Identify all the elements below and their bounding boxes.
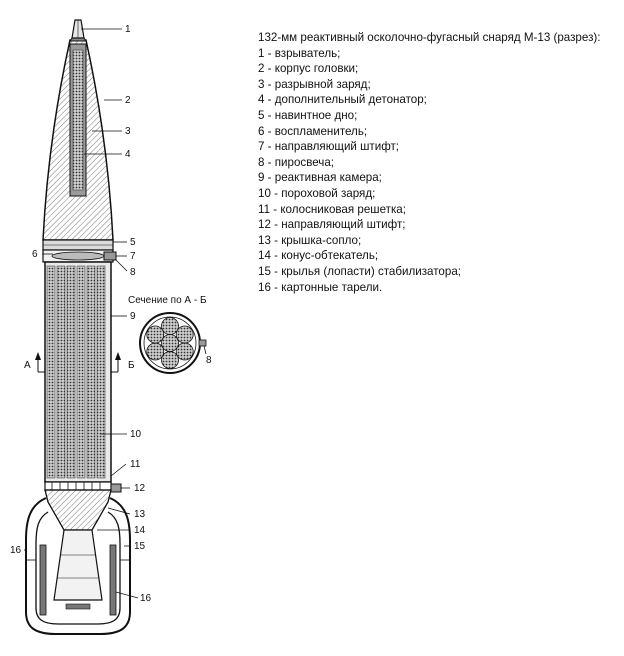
legend-item: 13 - крышка-сопло;: [258, 233, 362, 247]
callout-15: 15: [134, 541, 146, 552]
nozzle-cover: [44, 489, 112, 531]
legend-item: 8 - пиросвеча;: [258, 155, 334, 169]
grate: [44, 481, 112, 491]
callout-16-left: 16: [10, 545, 22, 556]
callout-16-right: 16: [140, 593, 152, 604]
section-caption: Сечение по А - Б: [128, 295, 207, 306]
legend-item: 9 - реактивная камера;: [258, 171, 382, 185]
callout-11: 11: [130, 459, 141, 470]
legend-item: 16 - картонные тарели.: [258, 280, 383, 294]
callout-10: 10: [130, 429, 142, 440]
legend-item: 4 - дополнительный детонатор;: [258, 93, 427, 107]
legend-list: 1 - взрыватель; 2 - корпус головки; 3 - …: [258, 46, 620, 296]
callout-1: 1: [125, 24, 131, 35]
callout-7: 7: [130, 251, 136, 262]
legend-item: 6 - воспламенитель;: [258, 124, 368, 138]
callout-9: 9: [130, 311, 136, 322]
guide-pin-lower: [110, 483, 122, 493]
cross-section-view: Сечение по А - Б: [128, 295, 207, 374]
callout-8: 8: [130, 267, 136, 278]
callout-13: 13: [134, 509, 146, 520]
legend-item: 10 - пороховой заряд;: [258, 186, 376, 200]
diagram-title: 132-мм реактивный осколочно-фугасный сна…: [258, 31, 601, 44]
screw-in-base: [42, 239, 114, 251]
legend-item: 12 - направляющий штифт;: [258, 218, 406, 232]
callout-14: 14: [134, 525, 146, 536]
fairing-cone: [53, 529, 103, 601]
additional-detonator: [69, 43, 87, 197]
powder-charge: [46, 265, 106, 479]
legend-item: 11 - колосниковая решетка;: [258, 202, 406, 216]
section-marker-a: А: [24, 352, 45, 373]
legend-item: 2 - корпус головки;: [258, 62, 359, 76]
callout-numbers: 1 2 3 4 5 6 7 8 9 10 11 12 13 14 15 16 1…: [10, 24, 212, 604]
legend-item: 3 - разрывной заряд;: [258, 77, 371, 91]
callout-6: 6: [32, 249, 38, 260]
legend-item: 7 - направляющий штифт;: [258, 140, 400, 154]
leader-lines: [24, 28, 207, 599]
legend: 132-мм реактивный осколочно-фугасный сна…: [258, 30, 620, 295]
cardboard-disks: [39, 544, 117, 616]
callout-2: 2: [125, 95, 131, 106]
callout-8-section: 8: [206, 355, 212, 366]
igniter: [42, 249, 114, 263]
legend-item: 1 - взрыватель;: [258, 46, 341, 60]
callout-3: 3: [125, 126, 131, 137]
section-label-a: А: [24, 360, 31, 371]
fuze: [71, 19, 85, 39]
legend-item: 14 - конус-обтекатель;: [258, 249, 379, 263]
callout-5: 5: [130, 237, 136, 248]
stabilizer-fins: [25, 497, 131, 635]
callout-12: 12: [134, 483, 146, 494]
legend-item: 5 - навинтное дно;: [258, 108, 358, 122]
section-label-b: Б: [128, 360, 135, 371]
guide-pin-upper: [103, 251, 117, 261]
legend-item: 15 - крылья (лопасти) стабилизатора;: [258, 264, 461, 278]
callout-4: 4: [125, 149, 131, 160]
section-marker-b: Б: [111, 352, 135, 373]
